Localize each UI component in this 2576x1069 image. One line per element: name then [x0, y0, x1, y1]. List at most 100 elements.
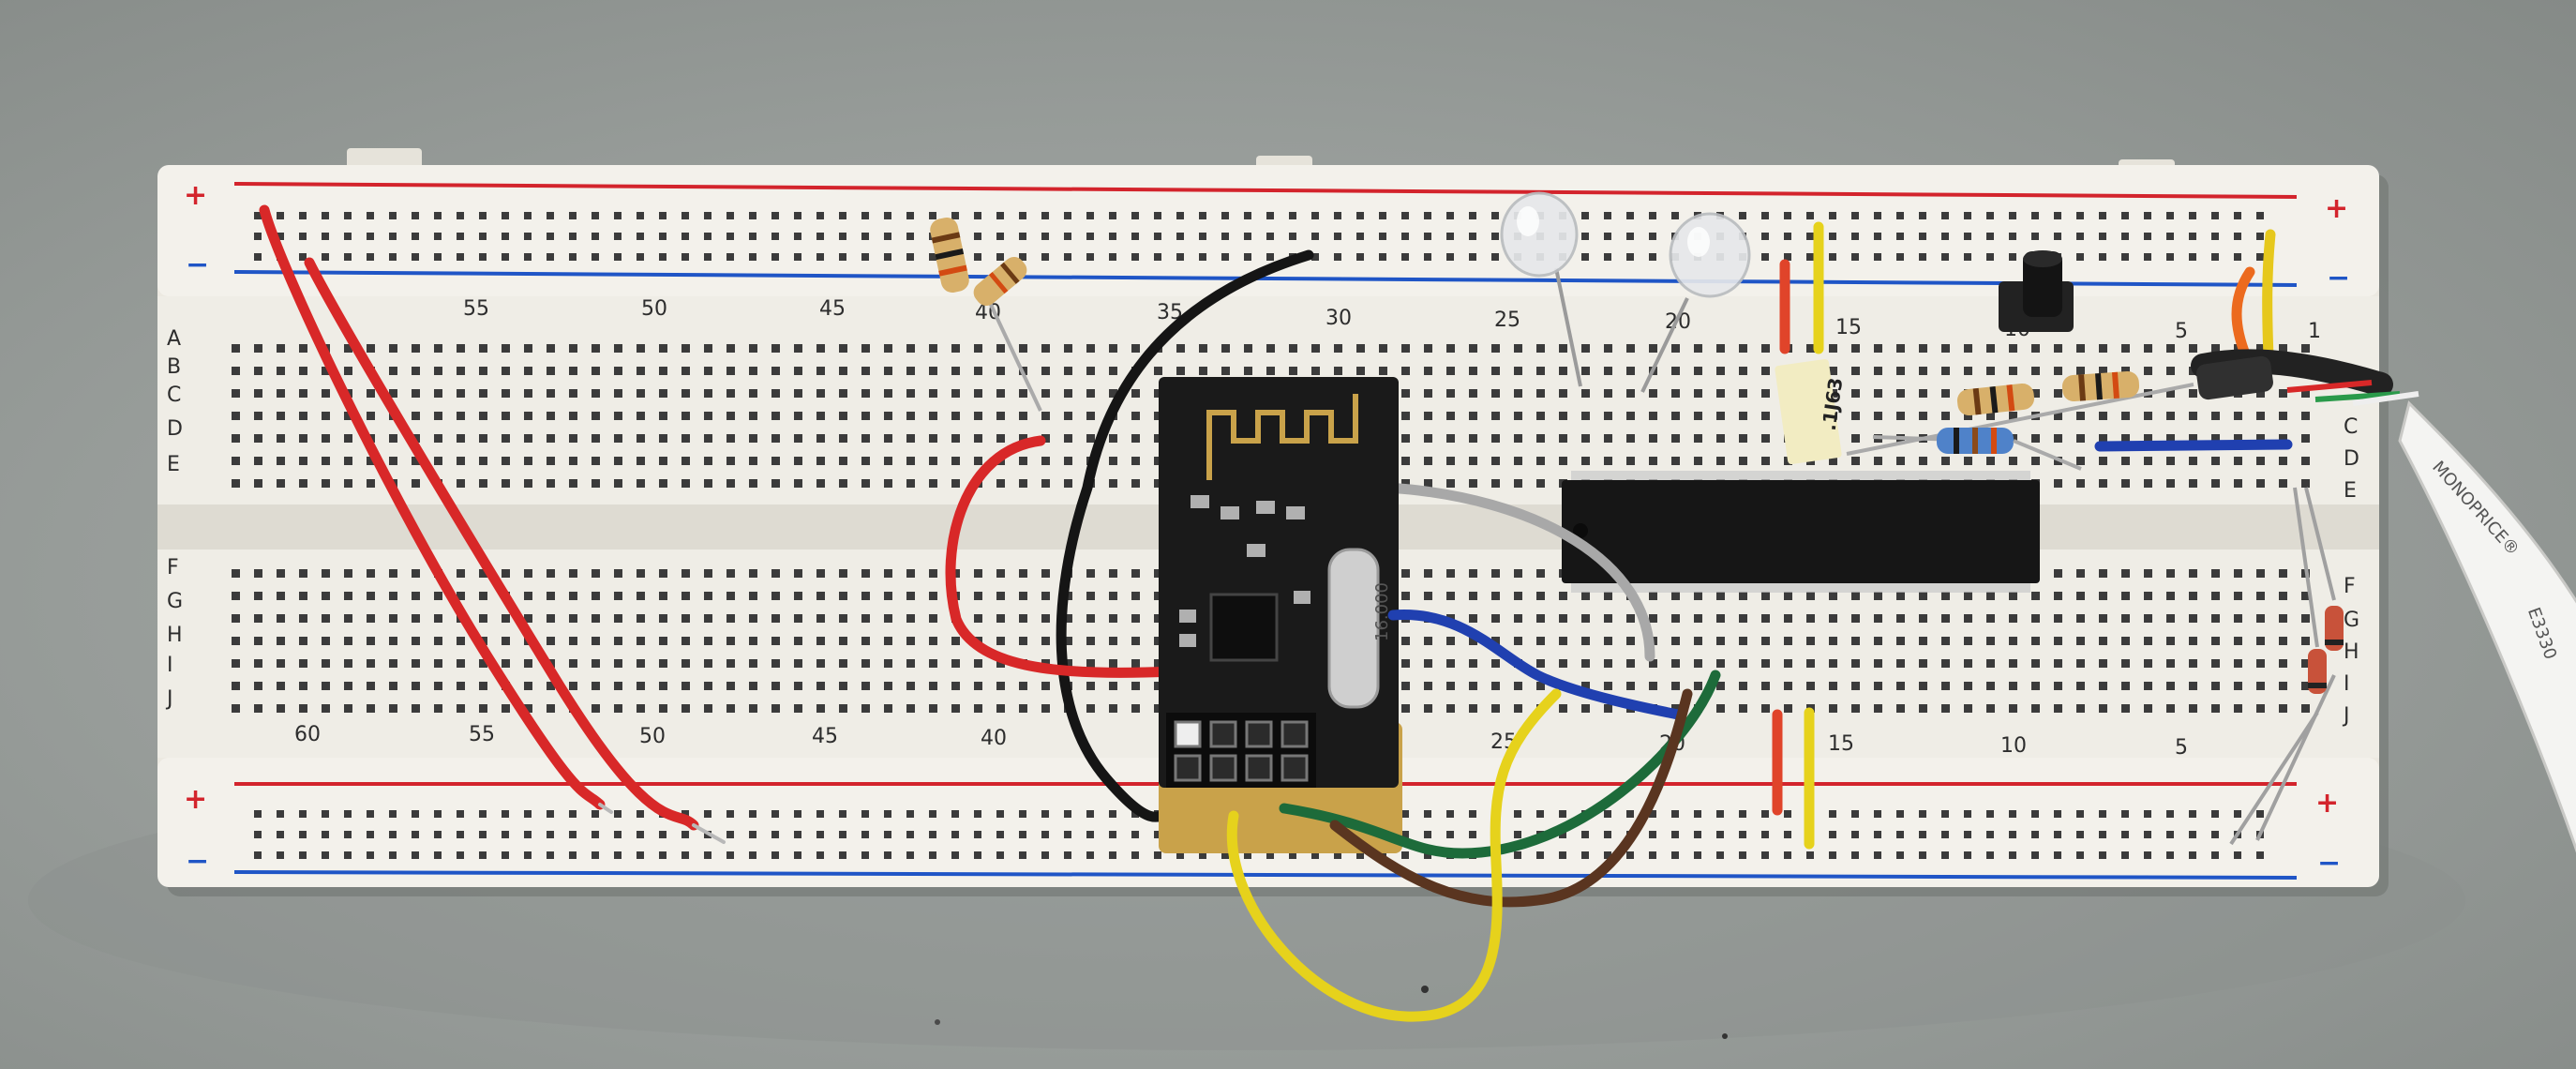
resistors-top-left	[930, 217, 1042, 412]
led-clear	[1500, 191, 1579, 278]
row-label-h: H	[167, 624, 183, 647]
col-number: 1	[2308, 320, 2321, 343]
red-jumper-module	[945, 435, 1177, 678]
resistor-band	[938, 264, 967, 277]
led-highlight	[1517, 206, 1539, 236]
button-cap	[2023, 251, 2062, 317]
pcb-antenna-trace	[1206, 394, 1358, 444]
wire-lead	[598, 803, 613, 814]
diode-lead	[2255, 674, 2336, 841]
header-pin	[1281, 720, 1309, 748]
col-number: 15	[1835, 316, 1862, 339]
row-label-d: D	[167, 417, 183, 441]
short-jumpers-top	[1779, 221, 1824, 354]
resistor-lead	[982, 290, 1042, 412]
col-number: 45	[819, 297, 846, 321]
led-lead	[1640, 297, 1689, 393]
header-pin	[1209, 754, 1237, 782]
row-label-right-i: I	[2344, 672, 2350, 696]
col-number: 10	[2000, 734, 2027, 758]
wire-lead	[692, 823, 726, 844]
top-right-plus: +	[2325, 192, 2348, 225]
cable-wire-red	[2286, 380, 2373, 393]
header-pin	[1174, 754, 1202, 782]
bottom-rail-blue-line	[233, 870, 2298, 880]
header-pin	[1281, 754, 1309, 782]
row-label-i: I	[167, 654, 173, 677]
heat-shrink	[2196, 355, 2273, 400]
header-pin	[1209, 720, 1237, 748]
resistor-band	[1972, 387, 1982, 415]
blue-jumper	[2094, 439, 2293, 452]
leds	[1500, 191, 1751, 393]
col-number: 25	[1494, 309, 1520, 332]
breadboard	[157, 148, 2389, 896]
row-label-f: F	[167, 556, 179, 580]
row-label-right-c: C	[2344, 415, 2358, 439]
top-rail-blue-line	[233, 270, 2298, 287]
resistor-band	[1989, 385, 1999, 414]
smd-component	[1221, 506, 1239, 519]
button-cap-top	[2023, 250, 2062, 267]
resistor-band	[1991, 428, 1997, 454]
col-number: 50	[641, 297, 667, 321]
col-number: 50	[639, 725, 666, 748]
chip-notch	[1573, 523, 1588, 538]
diode-band	[2308, 683, 2327, 688]
red-jumper-wire	[259, 204, 606, 810]
resistor-lead	[1846, 383, 2194, 456]
smd-component	[1179, 634, 1196, 647]
push-button	[1999, 250, 2074, 332]
col-number: 5	[2175, 320, 2188, 343]
short-jumpers-bottom	[1772, 707, 1815, 850]
short-jumpers-right	[2231, 229, 2276, 362]
header-pin	[1245, 754, 1273, 782]
smd-component	[1191, 495, 1209, 508]
top-left-minus: −	[186, 248, 209, 281]
header-pin	[1174, 720, 1202, 748]
top-left-plus: +	[184, 179, 207, 212]
row-label-right-g: G	[2344, 609, 2359, 632]
resistor-band	[1000, 262, 1020, 284]
bench-speck	[935, 1019, 940, 1025]
diode-lead	[2293, 487, 2319, 648]
row-label-right-f: F	[2344, 575, 2356, 598]
cable-jacket	[2398, 400, 2576, 853]
bottom-left-plus: +	[184, 783, 207, 816]
capacitor-body	[1775, 358, 1842, 465]
bench-speck	[1722, 1033, 1728, 1039]
led-clear	[1669, 212, 1751, 298]
resistor-band	[2006, 384, 2015, 412]
row-label-e: E	[167, 453, 180, 476]
gray-jumper	[1382, 482, 1655, 662]
smd-component	[1256, 501, 1275, 514]
row-label-right-j: J	[2342, 704, 2350, 728]
diode-lead	[2304, 487, 2336, 601]
row-label-right-h: H	[2344, 640, 2359, 664]
smd-component	[1179, 610, 1196, 623]
row-label-right-e: E	[2344, 479, 2357, 503]
bottom-left-minus: −	[186, 845, 209, 878]
zener-diodes	[2229, 487, 2344, 846]
crystal-marking: 16.000	[1372, 582, 1392, 641]
resistor-band	[2078, 374, 2087, 401]
smd-component	[1286, 506, 1305, 519]
left-red-jumpers	[259, 204, 726, 844]
resistor-band	[931, 232, 961, 244]
col-number: 55	[469, 723, 495, 746]
blue-jumper-module	[1387, 610, 1684, 720]
resistor-band	[1954, 428, 1959, 454]
row-label-c: C	[167, 384, 181, 407]
bottom-right-plus: +	[2315, 787, 2339, 820]
col-number: 55	[463, 297, 489, 321]
black-jumper	[1056, 249, 1314, 822]
diode-band	[2325, 640, 2344, 645]
led-lead	[1554, 267, 1582, 387]
cable-wire-green	[2314, 391, 2401, 402]
col-number: 5	[2175, 736, 2188, 760]
col-number: 30	[1325, 307, 1352, 330]
resistor-band	[2111, 371, 2119, 399]
column-numbers-top: 55 50 45 40 35 30 25 20 15 10 5 1	[463, 297, 2321, 343]
brown-jumper	[1329, 688, 1693, 908]
